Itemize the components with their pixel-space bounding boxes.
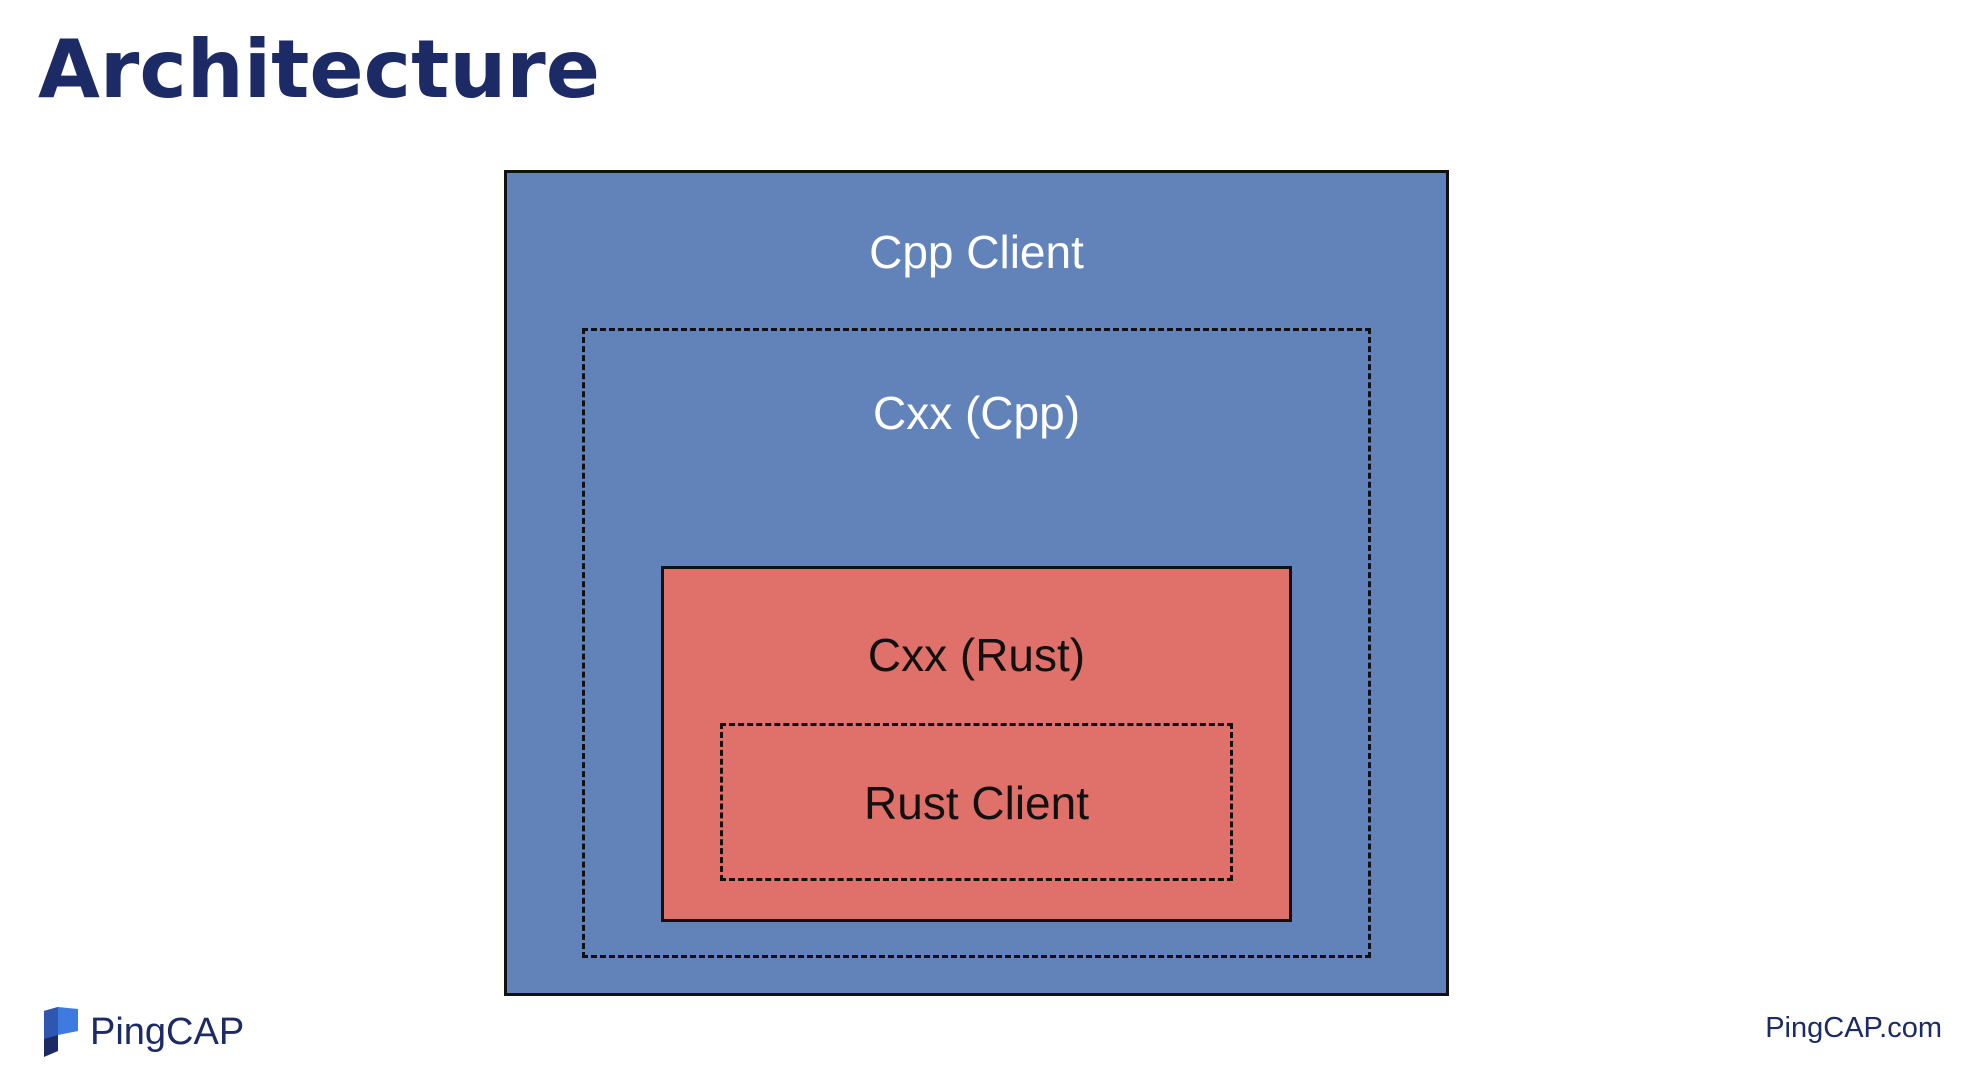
cxx-rust-label: Cxx (Rust) (867, 629, 1086, 681)
footer-logo-text: PingCAP (90, 1010, 245, 1053)
footer-url[interactable]: PingCAP.com (1765, 1012, 1942, 1044)
rust-client-label: Rust Client (864, 777, 1089, 829)
cxx-cpp-label: Cxx (Cpp) (872, 387, 1081, 439)
cpp-client-label: Cpp Client (869, 226, 1084, 278)
rust-client-box: Rust Client (720, 723, 1233, 881)
cxx-rust-box: Cxx (Rust) (661, 566, 1292, 922)
page-title: Architecture (38, 23, 600, 116)
pingcap-logo-icon (40, 1007, 80, 1057)
footer-logo: PingCAP (40, 1006, 244, 1058)
cxx-cpp-box: Cxx (Cpp) (582, 328, 1371, 958)
